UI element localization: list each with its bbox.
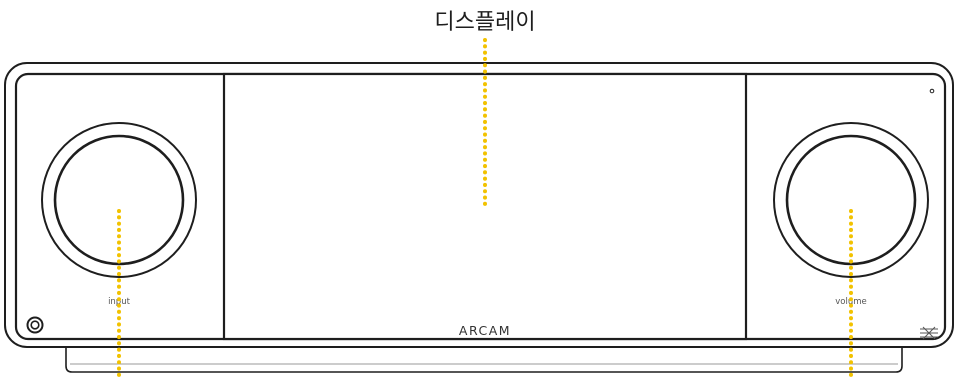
status-led-icon [929,88,935,94]
volume-knob[interactable] [773,122,929,278]
input-knob[interactable] [41,122,197,278]
brand-logo: ARCAM [459,323,511,338]
input-knob-label: input [108,297,131,307]
device-base [65,345,903,373]
volume-knob-label: volume [835,297,867,307]
display-callout-label: 디스플레이 [434,10,535,35]
headphone-jack[interactable] [26,316,44,334]
wireless-logo-icon [920,326,938,340]
display-panel [222,72,748,341]
